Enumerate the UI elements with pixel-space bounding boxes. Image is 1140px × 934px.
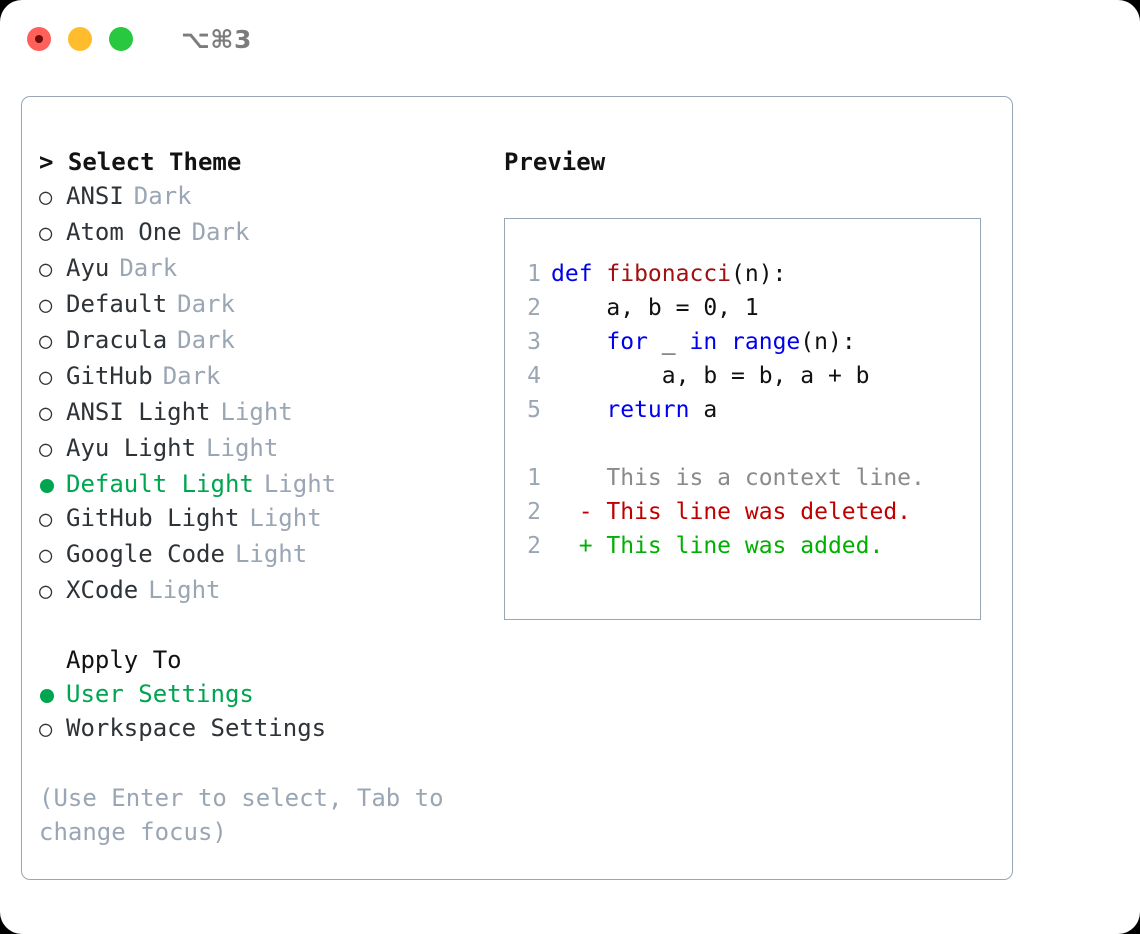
theme-option-ayu[interactable]: ○ Ayu Dark (39, 251, 492, 287)
theme-option-google-code[interactable]: ○ Google Code Light (39, 537, 492, 573)
theme-name: GitHub (66, 362, 153, 390)
line-number: 1 (527, 261, 541, 287)
line-number: 2 (527, 295, 541, 321)
theme-option-xcode[interactable]: ○ XCode Light (39, 573, 492, 609)
list-spacer (39, 609, 492, 643)
theme-variant-badge: Dark (177, 326, 235, 354)
radio-icon: ○ (39, 437, 53, 462)
code-line: 5 return a (513, 393, 980, 427)
close-window-button[interactable] (27, 27, 51, 51)
line-number: 2 (527, 499, 541, 525)
radio-icon: ○ (39, 221, 53, 246)
theme-variant-badge: Light (206, 434, 279, 462)
code-content: a, b = 0, 1 (606, 295, 759, 321)
theme-variant-badge: Dark (191, 218, 250, 246)
line-number: 3 (527, 329, 541, 355)
code-content: for _ in range(n): (606, 329, 856, 355)
theme-name: Atom One (66, 218, 182, 246)
select-theme-heading: > Select Theme (39, 148, 242, 176)
line-number: 4 (527, 363, 541, 389)
diff-line-deleted: 2 - This line was deleted. (513, 495, 980, 529)
diff-line-added: 2 + This line was added. (513, 529, 980, 563)
radio-icon: ○ (39, 507, 53, 532)
theme-option-default-light[interactable]: Default Light Light (39, 467, 492, 501)
keyboard-shortcut-label: ⌥⌘3 (181, 24, 252, 54)
line-number: 5 (527, 397, 541, 423)
window-controls (27, 27, 133, 51)
theme-variant-badge: Dark (133, 182, 192, 210)
theme-name: Dracula (66, 326, 168, 354)
title-bar: ⌥⌘3 (0, 0, 1140, 78)
theme-option-ansi-light[interactable]: ○ ANSI Light Light (39, 395, 492, 431)
hint-block: (Use Enter to select, Tab to change focu… (39, 781, 492, 849)
radio-icon: ○ (39, 543, 53, 568)
code-line: 1 def fibonacci(n): (513, 257, 980, 291)
radio-icon: ○ (39, 293, 53, 318)
theme-name: XCode (66, 576, 139, 604)
theme-option-ansi[interactable]: ○ ANSI Dark (39, 179, 492, 215)
theme-variant-badge: Light (220, 398, 293, 426)
apply-to-heading: Apply To (66, 646, 182, 674)
diff-content: This is a context line. (551, 465, 925, 491)
radio-icon: ○ (39, 579, 53, 604)
theme-name: Default (66, 290, 168, 318)
hint-line-1: (Use Enter to select, Tab to (39, 784, 444, 812)
theme-name: Ayu Light (66, 434, 197, 462)
radio-icon: ○ (39, 329, 53, 354)
radio-icon: ○ (39, 401, 53, 426)
theme-option-dracula[interactable]: ○ Dracula Dark (39, 323, 492, 359)
diff-sample: 1 This is a context line.2 - This line w… (513, 461, 980, 563)
minimize-window-button[interactable] (68, 27, 92, 51)
theme-variant-badge: Light (148, 576, 221, 604)
diff-content: + This line was added. (551, 533, 884, 559)
diff-content: - This line was deleted. (551, 499, 912, 525)
apply-to-label: User Settings (66, 680, 254, 708)
code-line: 2 a, b = 0, 1 (513, 291, 980, 325)
theme-variant-badge: Light (263, 470, 337, 498)
code-content: a, b = b, a + b (661, 363, 870, 389)
code-content: return a (606, 397, 718, 423)
theme-name: GitHub Light (66, 504, 240, 532)
theme-option-atom-one[interactable]: ○ Atom One Dark (39, 215, 492, 251)
theme-variant-badge: Dark (162, 362, 221, 390)
radio-icon: ○ (39, 257, 53, 282)
apply-to-list: User Settings ○ Workspace Settings (39, 677, 492, 747)
code-line: 3 for _ in range(n): (513, 325, 980, 359)
theme-name: Google Code (66, 540, 225, 568)
theme-variant-badge: Dark (177, 290, 235, 318)
apply-to-label: Workspace Settings (66, 714, 327, 742)
code-diff-spacer (513, 427, 980, 461)
apply-to-option-workspace-settings[interactable]: ○ Workspace Settings (39, 711, 492, 747)
theme-name: ANSI Light (66, 398, 211, 426)
theme-variant-badge: Light (234, 540, 308, 568)
theme-variant-badge: Light (249, 504, 322, 532)
radio-icon: ○ (39, 185, 53, 210)
line-number: 1 (527, 465, 541, 491)
theme-name: Ayu (66, 254, 110, 282)
theme-name: Default Light (66, 470, 254, 498)
theme-option-github-light[interactable]: ○ GitHub Light Light (39, 501, 492, 537)
radio-icon: ○ (39, 717, 53, 742)
apply-to-option-user-settings[interactable]: User Settings (39, 677, 492, 711)
theme-variant-badge: Dark (119, 254, 178, 282)
preview-heading: Preview (504, 148, 606, 176)
theme-option-ayu-light[interactable]: ○ Ayu Light Light (39, 431, 492, 467)
line-number: 2 (527, 533, 541, 559)
radio-icon: ○ (39, 365, 53, 390)
diff-line-context: 1 This is a context line. (513, 461, 980, 495)
code-line: 4 a, b = b, a + b (513, 359, 980, 393)
theme-name: ANSI (66, 182, 124, 210)
code-content: def fibonacci(n): (551, 261, 787, 287)
maximize-window-button[interactable] (109, 27, 133, 51)
theme-option-github[interactable]: ○ GitHub Dark (39, 359, 492, 395)
theme-option-default[interactable]: ○ Default Dark (39, 287, 492, 323)
hint-line-2: change focus) (39, 818, 227, 846)
